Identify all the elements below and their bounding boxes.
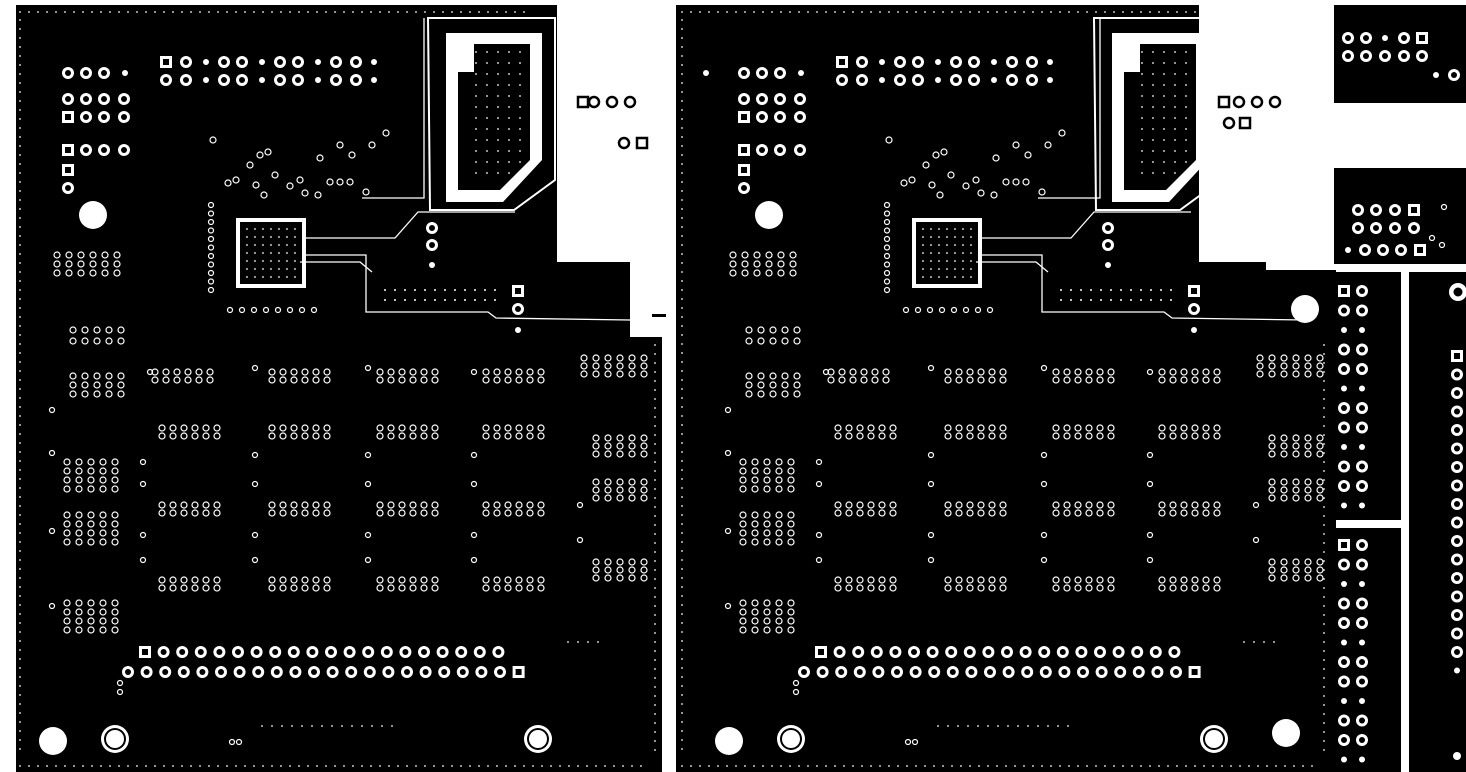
trace <box>982 254 1307 321</box>
right-connector-panel <box>1334 5 1466 772</box>
mounting-hole <box>1272 719 1300 747</box>
trace <box>1038 18 1101 199</box>
socket-body <box>458 44 530 190</box>
trace <box>362 18 425 199</box>
socket-outline <box>1092 17 1222 211</box>
mounting-hole <box>1291 295 1319 323</box>
trace <box>306 254 631 321</box>
trace <box>300 261 373 273</box>
trace <box>982 211 1191 239</box>
socket-body <box>1124 44 1196 190</box>
trace <box>306 211 515 239</box>
fiducial-bar <box>652 314 666 317</box>
mounting-hole <box>715 727 743 755</box>
copper-pour <box>16 5 662 772</box>
socket-outline <box>426 17 556 211</box>
trace <box>976 261 1049 273</box>
left-board-panel <box>16 5 662 772</box>
middle-board-panel <box>676 5 1336 772</box>
mounting-hole <box>39 727 67 755</box>
mounting-hole <box>755 201 783 229</box>
mounting-hole <box>79 201 107 229</box>
